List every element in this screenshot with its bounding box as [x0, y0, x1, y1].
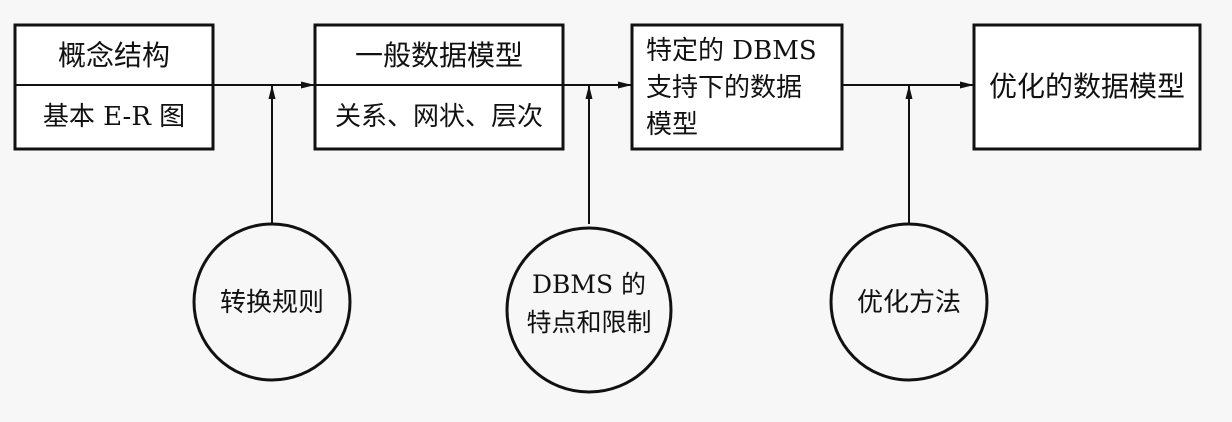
- box-dbms-specific-model: [630, 23, 844, 151]
- circle-optimization-method: [829, 222, 989, 382]
- dbms-model-line-3: 模型: [646, 110, 699, 140]
- general-title: 一般数据模型: [354, 39, 523, 72]
- dbms-model-line-2: 支持下的数据: [646, 73, 803, 103]
- box-general-data-model: [313, 23, 565, 151]
- circle-conversion-rules: [192, 222, 352, 382]
- box-conceptual-structure: [13, 23, 215, 151]
- optimize-label: 优化方法: [856, 288, 961, 318]
- dbms-features-line-1: DBMS 的: [531, 270, 647, 299]
- box-optimized-data-model: [972, 23, 1202, 151]
- circle-dbms-features: [505, 226, 673, 394]
- optimized-title: 优化的数据模型: [988, 70, 1185, 103]
- conceptual-title: 概念结构: [57, 39, 170, 72]
- rules-label: 转换规则: [219, 288, 324, 318]
- general-subtitle: 关系、网状、层次: [334, 102, 543, 132]
- dbms-model-line-1: 特定的 DBMS: [646, 36, 817, 66]
- conceptual-subtitle: 基本 E-R 图: [42, 102, 186, 132]
- dbms-features-line-2: 特点和限制: [526, 308, 652, 337]
